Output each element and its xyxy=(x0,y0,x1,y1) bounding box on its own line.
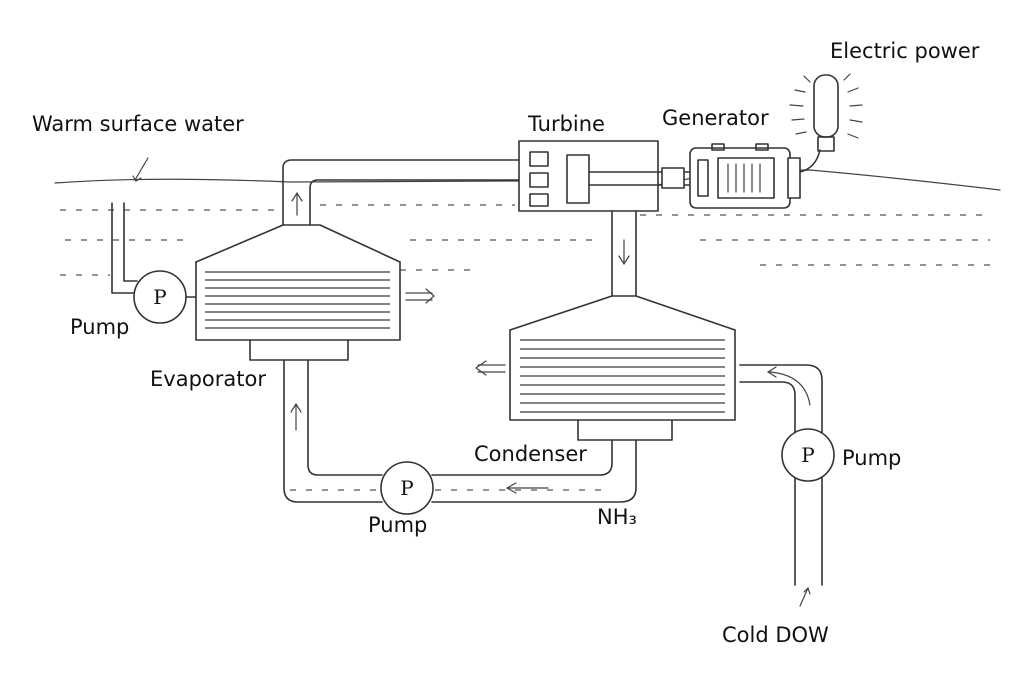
warm-water-intake-pipe xyxy=(111,202,138,294)
pump-bottom-symbol: P xyxy=(400,476,413,500)
pump-left-symbol: P xyxy=(153,285,166,309)
label-turbine: Turbine xyxy=(527,112,605,136)
label-evaporator: Evaporator xyxy=(150,367,266,391)
light-bulb-icon xyxy=(789,73,863,173)
warm-water-arrow xyxy=(132,157,149,182)
cold-dow-arrow xyxy=(799,586,811,607)
evaporator-tubes xyxy=(205,271,390,329)
condenser xyxy=(474,295,736,441)
vapor-pipe xyxy=(282,159,520,226)
pump-right-symbol: P xyxy=(801,443,814,467)
cold-water-pipe xyxy=(739,364,823,586)
label-generator: Generator xyxy=(662,106,769,130)
label-condenser: Condenser xyxy=(474,442,587,466)
generator xyxy=(689,143,801,209)
pump-bottom: P xyxy=(380,461,434,515)
label-pump-bottom: Pump xyxy=(368,513,427,537)
label-cold-dow: Cold DOW xyxy=(722,623,829,647)
label-nh3: NH₃ xyxy=(597,505,637,529)
vapor-flow-arrow xyxy=(291,191,303,216)
exhaust-pipe xyxy=(611,210,637,297)
turbine xyxy=(518,140,701,212)
label-pump-left: Pump xyxy=(70,315,129,339)
water-texture xyxy=(60,204,990,276)
pump-right: P xyxy=(781,428,835,482)
condenser-tubes xyxy=(520,339,725,413)
label-warm-surface-water: Warm surface water xyxy=(32,112,244,136)
label-electric-power: Electric power xyxy=(830,39,980,63)
label-pump-right: Pump xyxy=(842,446,901,470)
ammonia-return-loop xyxy=(283,359,637,503)
pump-left: P xyxy=(133,270,187,324)
evaporator xyxy=(195,224,435,361)
